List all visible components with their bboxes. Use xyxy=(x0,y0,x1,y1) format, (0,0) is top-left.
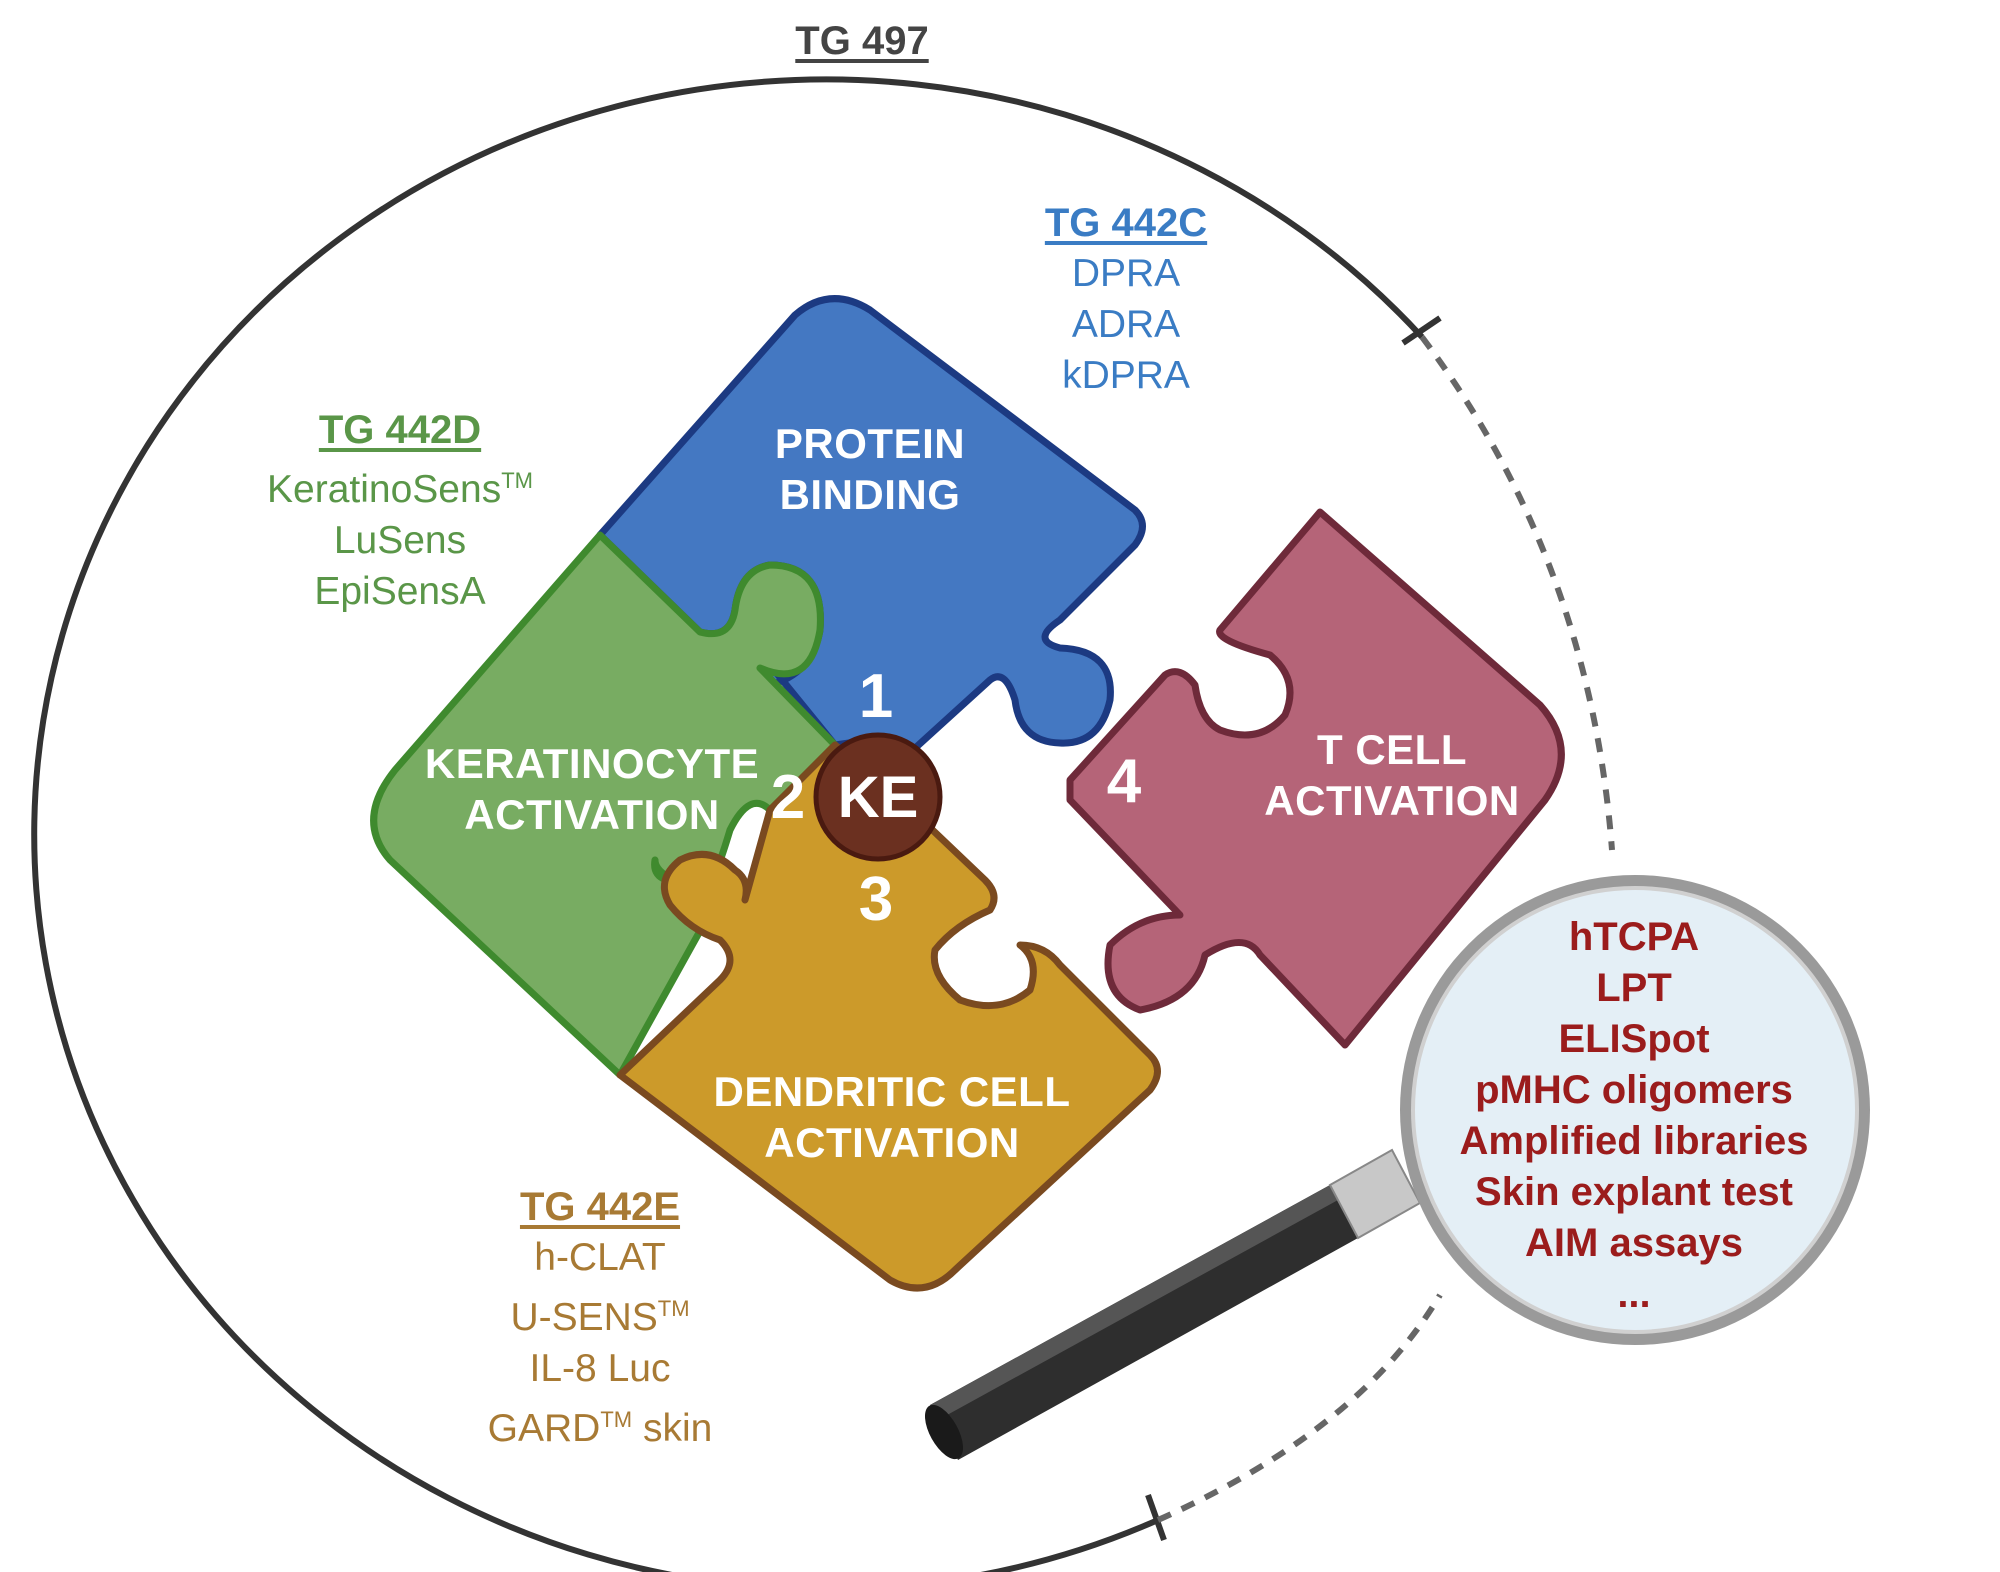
magnifier-item: pMHC oligomers xyxy=(1475,1068,1793,1112)
dendritic-cell-activation-label: DENDRITIC CELL ACTIVATION xyxy=(713,1068,1071,1166)
tg442d-item: EpiSensA xyxy=(314,570,486,613)
tg442c-item: kDPRA xyxy=(1062,354,1190,397)
magnifier-item: Skin explant test xyxy=(1475,1170,1793,1214)
tg442e-item: h-CLAT xyxy=(534,1236,666,1279)
tg497-arc xyxy=(31,76,1425,1572)
protein-binding-label: PROTEIN BINDING xyxy=(774,420,966,518)
magnifier-lens xyxy=(1411,886,1859,1334)
magnifier-item: LPT xyxy=(1596,966,1672,1010)
ke-center-circle xyxy=(813,732,943,862)
magnifier-assay-list: hTCPA LPT ELISpot pMHC oligomers Amplifi… xyxy=(1460,912,1809,1320)
ke-label: KE xyxy=(837,765,919,830)
tg442e-item: GARDTM skin xyxy=(487,1407,713,1450)
tg442e-item: U-SENSTM xyxy=(510,1296,690,1339)
tg442e-item: IL-8 Luc xyxy=(529,1347,671,1390)
key-event-number-4: 4 xyxy=(1106,747,1142,816)
puzzle-piece-t-cell-activation xyxy=(1066,508,1565,1049)
magnifier-item: ... xyxy=(1617,1272,1651,1316)
tg442e-block: TG 442E h-CLAT U-SENSTM IL-8 Luc GARDTM … xyxy=(488,1182,713,1454)
tg442d-title: TG 442D xyxy=(318,408,482,452)
magnifier-handle xyxy=(924,1148,1422,1460)
tg442d-item: KeratinoSensTM xyxy=(267,468,533,511)
tg442c-block: TG 442C DPRA ADRA kDPRA xyxy=(1045,198,1207,401)
tg442c-title: TG 442C xyxy=(1044,201,1208,245)
dashed-arc-bottom xyxy=(1156,1293,1443,1523)
arc-end-tick-top xyxy=(1401,315,1442,346)
magnifier-item: Amplified libraries xyxy=(1459,1119,1809,1163)
magnifier-item: AIM assays xyxy=(1525,1221,1743,1265)
dashed-arc-top xyxy=(1419,335,1615,851)
magnifier-item: ELISpot xyxy=(1558,1017,1710,1061)
tg442e-title: TG 442E xyxy=(519,1185,681,1229)
key-event-number-3: 3 xyxy=(858,865,894,934)
t-cell-activation-label: T CELL ACTIVATION xyxy=(1264,726,1520,824)
tg442c-item: ADRA xyxy=(1071,303,1181,346)
tg497-title: TG 497 xyxy=(795,19,929,63)
magnifier-item: hTCPA xyxy=(1568,915,1700,959)
puzzle-piece-dendritic-cell-activation xyxy=(616,741,1161,1292)
keratinocyte-activation-label: KERATINOCYTE ACTIVATION xyxy=(424,740,760,838)
key-event-number-2: 2 xyxy=(770,763,806,832)
tg442d-item: LuSens xyxy=(333,519,467,562)
tg442c-item: DPRA xyxy=(1071,252,1181,295)
key-event-number-1: 1 xyxy=(858,662,894,731)
tg442d-block: TG 442D KeratinoSensTM LuSens EpiSensA xyxy=(267,405,533,617)
arc-end-tick-bottom xyxy=(1145,1493,1167,1542)
